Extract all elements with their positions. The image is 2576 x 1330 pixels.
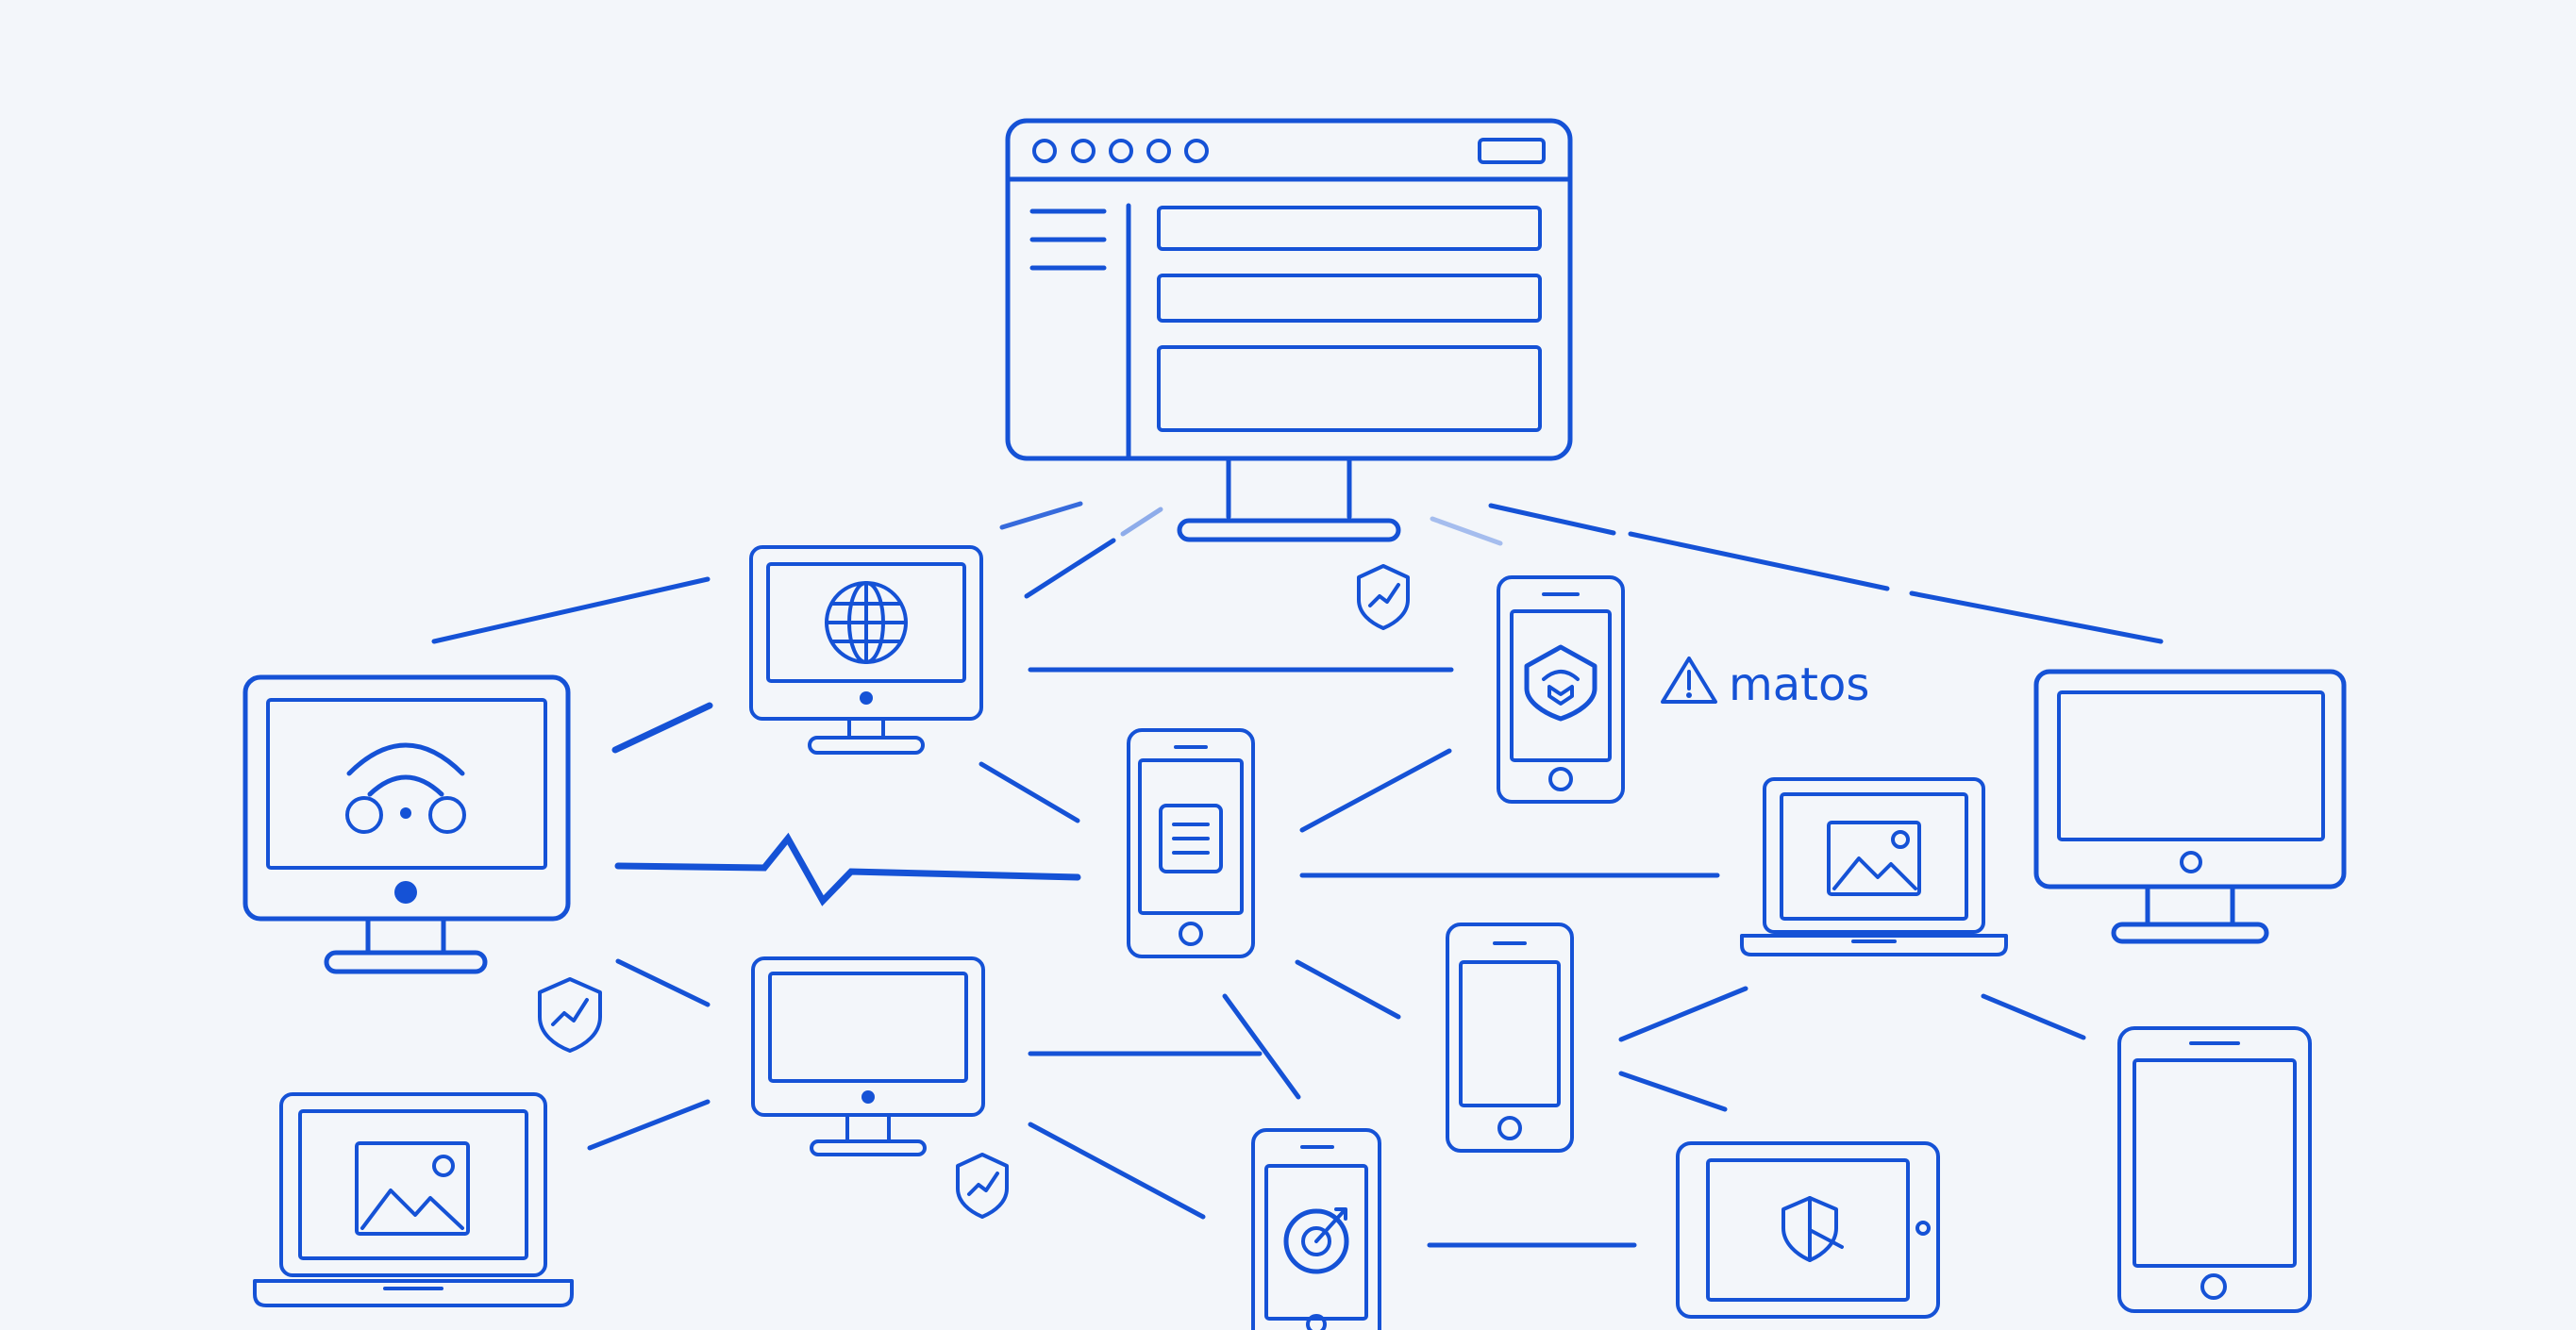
connection-line — [999, 501, 1083, 530]
jagged-link-line — [614, 832, 1081, 906]
shield-icon — [1781, 1196, 1844, 1262]
blank-monitor-right — [2033, 669, 2347, 944]
image-icon — [355, 1141, 470, 1236]
shield-check-icon — [538, 977, 602, 1053]
plain-phone — [1446, 923, 1574, 1153]
center-phone — [1127, 728, 1255, 958]
connection-line — [1430, 516, 1503, 546]
connection-line — [587, 1099, 711, 1151]
globe-monitor — [749, 545, 983, 755]
brand-name: matos — [1729, 658, 1869, 711]
shield-tablet — [1676, 1141, 1940, 1319]
connection-line — [979, 761, 1080, 823]
connection-line — [1028, 1122, 1206, 1220]
content-panel — [1157, 206, 1542, 251]
connection-line — [1488, 503, 1616, 536]
connection-line — [1618, 986, 1748, 1042]
document-icon — [1159, 804, 1223, 873]
main-monitor — [1005, 118, 1573, 542]
connection-line — [1120, 507, 1163, 537]
image-laptop-right — [1740, 777, 2008, 956]
connection-line — [1618, 1071, 1728, 1112]
connection-line — [1295, 959, 1401, 1020]
shield-icon — [1524, 644, 1597, 722]
window-button — [1478, 138, 1546, 164]
monitor-base — [1177, 518, 1401, 542]
content-panel — [1157, 345, 1542, 432]
brand-logo: matos — [1661, 657, 1869, 711]
connection-line — [1299, 748, 1452, 833]
connection-line — [1628, 531, 1890, 591]
shield-phone — [1497, 575, 1625, 804]
connection-line — [1222, 993, 1301, 1100]
target-icon — [1283, 1207, 1349, 1274]
connection-line — [611, 702, 713, 754]
menu-icon — [1029, 208, 1107, 271]
warning-triangle-icon — [1661, 657, 1717, 704]
connection-line — [1024, 538, 1116, 599]
shield-check-icon — [1357, 564, 1410, 630]
globe-icon — [825, 581, 908, 664]
wifi-icon — [345, 742, 466, 834]
window-dot-icon — [1071, 139, 1096, 163]
window-dot-icon — [1146, 139, 1171, 163]
window-dot-icon — [1184, 139, 1209, 163]
connection-line — [1981, 993, 2086, 1040]
connection-line — [431, 576, 711, 644]
window-dot-icon — [1109, 139, 1133, 163]
image-laptop-left — [253, 1092, 574, 1307]
blank-monitor-left — [751, 956, 985, 1156]
target-phone — [1251, 1128, 1381, 1330]
image-icon — [1827, 821, 1921, 896]
wifi-monitor — [243, 674, 571, 974]
portrait-tablet — [2117, 1026, 2312, 1313]
connection-lines — [431, 501, 2164, 1248]
connection-line — [615, 958, 711, 1007]
window-dot-icon — [1032, 139, 1057, 163]
content-panel — [1157, 274, 1542, 323]
connection-line — [1909, 590, 2164, 644]
shield-check-icon — [956, 1153, 1009, 1219]
